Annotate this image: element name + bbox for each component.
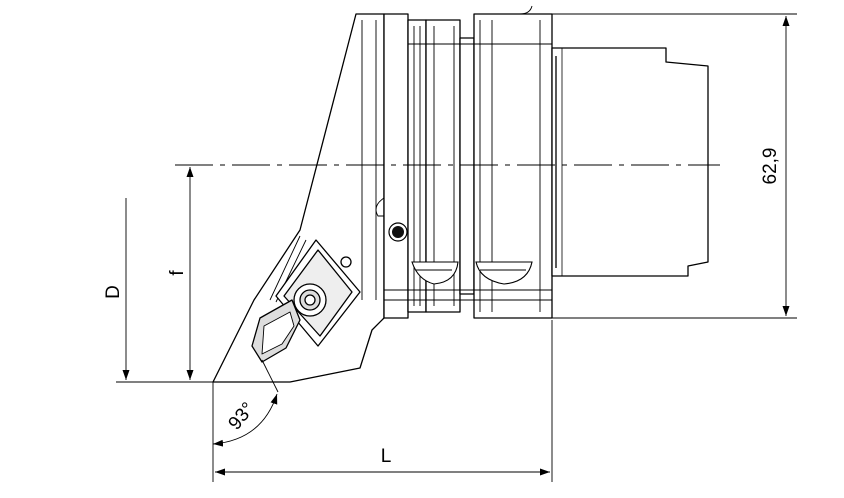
dimension-angle xyxy=(212,359,279,482)
l-label: L xyxy=(381,446,392,467)
height-label: 62,9 xyxy=(760,148,781,185)
dimension-l xyxy=(215,320,553,482)
dimension-d xyxy=(116,198,213,383)
dimension-height xyxy=(552,13,797,319)
holder-details xyxy=(269,5,552,312)
f-label: f xyxy=(167,270,188,276)
flange-left xyxy=(383,13,409,319)
polygon-shank xyxy=(551,47,709,277)
set-screw xyxy=(388,222,408,242)
cutting-insert xyxy=(251,239,361,363)
flange-pockets xyxy=(411,261,533,285)
holder-wedge xyxy=(212,13,385,383)
d-label: D xyxy=(103,285,124,299)
groove xyxy=(459,37,475,295)
